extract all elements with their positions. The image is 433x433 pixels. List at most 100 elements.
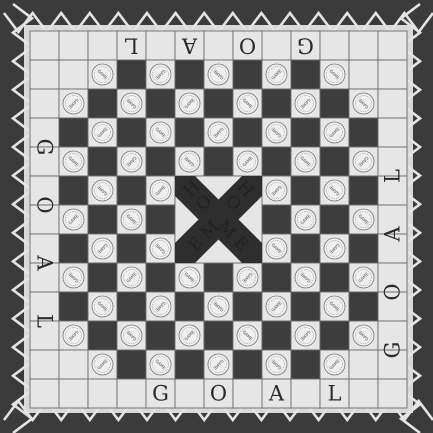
dark-square[interactable] <box>291 350 320 379</box>
game-piece[interactable]: GAME <box>179 151 200 172</box>
light-square[interactable] <box>378 60 407 89</box>
game-piece[interactable]: GAME <box>92 180 113 201</box>
light-square[interactable] <box>30 350 59 379</box>
dark-square[interactable] <box>320 147 349 176</box>
game-piece[interactable]: GAME <box>63 267 84 288</box>
game-piece[interactable]: GAME <box>324 296 345 317</box>
light-square[interactable] <box>349 31 378 60</box>
light-square[interactable] <box>349 60 378 89</box>
light-square[interactable] <box>291 379 320 408</box>
dark-square[interactable] <box>320 263 349 292</box>
dark-square[interactable] <box>320 321 349 350</box>
light-square[interactable] <box>59 350 88 379</box>
game-piece[interactable]: GAME <box>150 64 171 85</box>
game-piece[interactable]: GAME <box>266 180 287 201</box>
light-square[interactable] <box>378 31 407 60</box>
game-piece[interactable]: GAME <box>150 354 171 375</box>
game-piece[interactable]: GAME <box>150 296 171 317</box>
game-piece[interactable]: GAME <box>150 238 171 259</box>
dark-square[interactable] <box>59 118 88 147</box>
dark-square[interactable] <box>291 60 320 89</box>
game-piece[interactable]: GAME <box>237 93 258 114</box>
game-piece[interactable]: GAME <box>63 325 84 346</box>
light-square[interactable] <box>378 118 407 147</box>
game-piece[interactable]: GAME <box>295 151 316 172</box>
dark-square[interactable] <box>59 292 88 321</box>
dark-square[interactable] <box>204 147 233 176</box>
light-square[interactable] <box>378 89 407 118</box>
game-piece[interactable]: GAME <box>295 93 316 114</box>
light-square[interactable] <box>320 31 349 60</box>
light-square[interactable] <box>262 31 291 60</box>
dark-square[interactable] <box>262 205 291 234</box>
game-piece[interactable]: GAME <box>179 93 200 114</box>
light-square[interactable] <box>349 379 378 408</box>
game-piece[interactable]: GAME <box>324 238 345 259</box>
light-square[interactable] <box>175 379 204 408</box>
dark-square[interactable] <box>204 89 233 118</box>
light-square[interactable] <box>204 31 233 60</box>
game-piece[interactable]: GAME <box>237 267 258 288</box>
game-piece[interactable]: GAME <box>353 93 374 114</box>
dark-square[interactable] <box>175 60 204 89</box>
game-piece[interactable]: GAME <box>150 122 171 143</box>
dark-square[interactable] <box>117 234 146 263</box>
dark-square[interactable] <box>117 118 146 147</box>
game-piece[interactable]: GAME <box>353 209 374 230</box>
game-piece[interactable]: GAME <box>266 238 287 259</box>
dark-square[interactable] <box>349 292 378 321</box>
dark-square[interactable] <box>349 176 378 205</box>
game-piece[interactable]: GAME <box>295 325 316 346</box>
dark-square[interactable] <box>291 118 320 147</box>
game-piece[interactable]: GAME <box>92 122 113 143</box>
game-piece[interactable]: GAME <box>208 64 229 85</box>
game-piece[interactable]: GAME <box>324 122 345 143</box>
game-piece[interactable]: GAME <box>92 296 113 317</box>
light-square[interactable] <box>233 379 262 408</box>
game-piece[interactable]: GAME <box>208 296 229 317</box>
dark-square[interactable] <box>146 321 175 350</box>
game-piece[interactable]: GAME <box>92 64 113 85</box>
game-piece[interactable]: GAME <box>353 325 374 346</box>
light-square[interactable] <box>378 379 407 408</box>
dark-square[interactable] <box>146 205 175 234</box>
light-square[interactable] <box>349 350 378 379</box>
game-piece[interactable]: GAME <box>208 354 229 375</box>
dark-square[interactable] <box>291 292 320 321</box>
dark-square[interactable] <box>233 118 262 147</box>
game-piece[interactable]: GAME <box>179 325 200 346</box>
dark-square[interactable] <box>262 89 291 118</box>
game-piece[interactable]: GAME <box>237 325 258 346</box>
game-piece[interactable]: GAME <box>266 296 287 317</box>
dark-square[interactable] <box>320 89 349 118</box>
dark-square[interactable] <box>262 147 291 176</box>
dark-square[interactable] <box>233 60 262 89</box>
game-piece[interactable]: GAME <box>266 64 287 85</box>
dark-square[interactable] <box>117 350 146 379</box>
dark-square[interactable] <box>175 292 204 321</box>
light-square[interactable] <box>59 60 88 89</box>
game-piece[interactable]: GAME <box>63 151 84 172</box>
dark-square[interactable] <box>117 60 146 89</box>
dark-square[interactable] <box>88 263 117 292</box>
dark-square[interactable] <box>175 350 204 379</box>
dark-square[interactable] <box>233 350 262 379</box>
game-piece[interactable]: GAME <box>295 267 316 288</box>
dark-square[interactable] <box>262 321 291 350</box>
game-piece[interactable]: GAME <box>324 354 345 375</box>
dark-square[interactable] <box>349 234 378 263</box>
game-piece[interactable]: GAME <box>324 64 345 85</box>
dark-square[interactable] <box>204 321 233 350</box>
game-piece[interactable]: GAME <box>121 151 142 172</box>
game-piece[interactable]: GAME <box>237 151 258 172</box>
light-square[interactable] <box>30 60 59 89</box>
dark-square[interactable] <box>59 176 88 205</box>
light-square[interactable] <box>146 31 175 60</box>
dark-square[interactable] <box>88 321 117 350</box>
game-piece[interactable]: GAME <box>121 209 142 230</box>
dark-square[interactable] <box>233 292 262 321</box>
dark-square[interactable] <box>117 176 146 205</box>
dark-square[interactable] <box>262 263 291 292</box>
dark-square[interactable] <box>291 176 320 205</box>
light-square[interactable] <box>59 379 88 408</box>
